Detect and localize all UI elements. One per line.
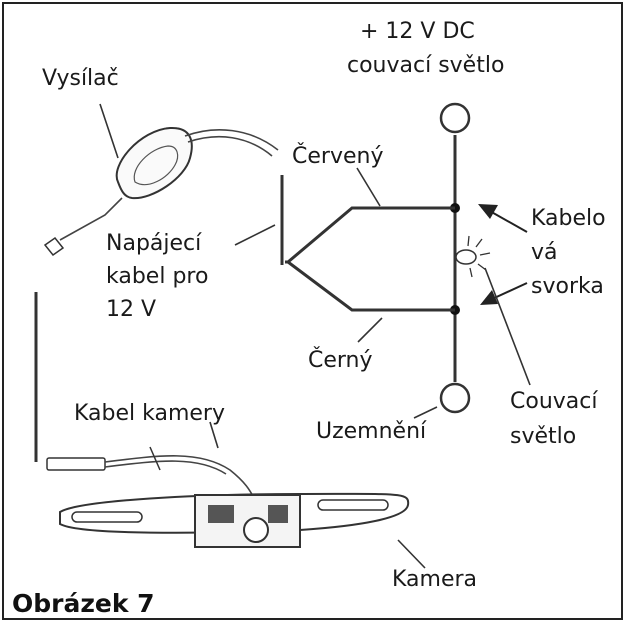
red-wire bbox=[285, 206, 455, 264]
ground-label: Uzemnění bbox=[316, 419, 427, 444]
reverse-light-bulb bbox=[455, 235, 491, 278]
clamp-label-line1: Kabelo bbox=[531, 206, 606, 231]
ground-terminal bbox=[439, 382, 471, 414]
camera-label: Kamera bbox=[392, 567, 477, 592]
power-cable-label-line3: 12 V bbox=[106, 297, 156, 322]
leader-lines bbox=[99, 103, 531, 569]
clamp-label-line2: vá bbox=[531, 240, 558, 265]
figure-title: Obrázek 7 bbox=[12, 589, 155, 618]
camera-bracket bbox=[59, 492, 410, 548]
black-wire-label: Černý bbox=[308, 347, 373, 373]
camera-lens bbox=[243, 517, 269, 543]
power-cable-label-line1: Napájecí bbox=[106, 231, 202, 256]
camera-cable bbox=[46, 446, 256, 501]
power-label-line1: + 12 V DC bbox=[360, 19, 475, 44]
camera-cable-label: Kabel kamery bbox=[74, 401, 225, 426]
positive-terminal bbox=[439, 102, 471, 134]
black-wire bbox=[287, 260, 455, 312]
clamp-label-line3: svorka bbox=[531, 274, 604, 299]
power-label-line2: couvací světlo bbox=[347, 53, 504, 78]
transmitter-device bbox=[43, 126, 279, 257]
red-wire-label: Červený bbox=[292, 143, 383, 169]
reverse-light-label-line1: Couvací bbox=[510, 389, 598, 414]
power-cable-label-line2: kabel pro bbox=[106, 264, 208, 289]
reverse-light-label-line2: světlo bbox=[510, 424, 576, 449]
transmitter-label: Vysílač bbox=[42, 66, 119, 91]
